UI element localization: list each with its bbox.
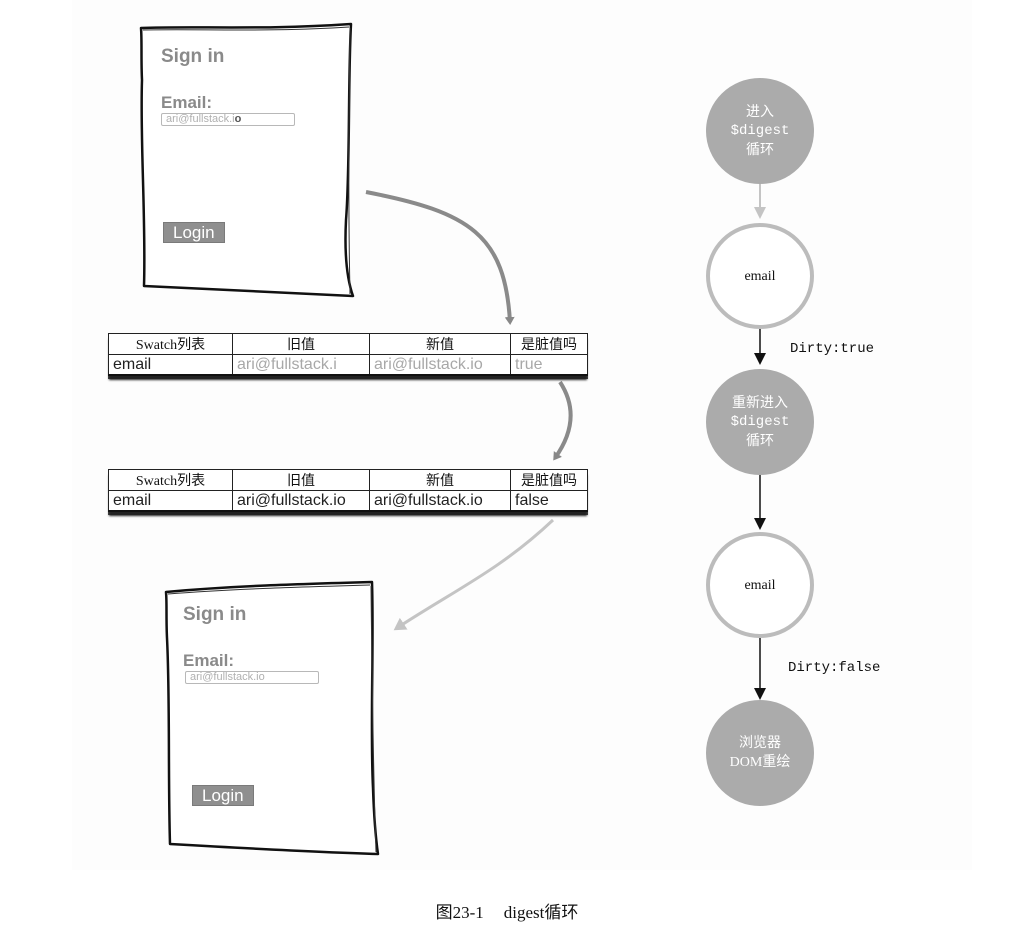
email-value: ari@fullstack.io bbox=[190, 671, 265, 683]
node-text: email bbox=[744, 577, 776, 593]
column-header: 新值 bbox=[369, 469, 511, 491]
table-row: email ari@fullstack.i ari@fullstack.io t… bbox=[108, 354, 588, 376]
email-label: Email: bbox=[161, 93, 213, 112]
page-title: Sign in bbox=[161, 46, 225, 67]
dirty-true-label: Dirty:true bbox=[790, 341, 875, 357]
table-cell: ari@fullstack.io bbox=[369, 490, 511, 512]
node-text: email bbox=[744, 268, 776, 284]
email-field[interactable]: ari@fullstack.io bbox=[161, 113, 295, 126]
node-text: 进入 bbox=[746, 104, 774, 120]
column-header: 旧值 bbox=[232, 333, 370, 355]
page-title: Sign in bbox=[183, 604, 247, 625]
watch-table-second: Swatch列表 旧值 新值 是脏值吗 email ari@fullstack.… bbox=[108, 469, 588, 512]
table-cell: email bbox=[108, 490, 233, 512]
arrow-table-to-table bbox=[553, 380, 573, 461]
email-value: ari@fullstack.i bbox=[166, 113, 235, 125]
node-text: $digest bbox=[730, 122, 790, 139]
table-header-row: Swatch列表 旧值 新值 是脏值吗 bbox=[108, 333, 588, 355]
node-text: 浏览器 bbox=[739, 736, 781, 751]
login-form-before: Sign in Email: ari@fullstack.io Login bbox=[136, 20, 358, 300]
login-button[interactable]: Login bbox=[192, 785, 254, 806]
table-cell: ari@fullstack.i bbox=[232, 354, 370, 376]
table-cell: ari@fullstack.io bbox=[369, 354, 511, 376]
figure-title: digest循环 bbox=[503, 903, 579, 922]
login-form-after: Sign in Email: ari@fullstack.io Login bbox=[160, 578, 382, 858]
column-header: 是脏值吗 bbox=[510, 469, 588, 491]
column-header: 是脏值吗 bbox=[510, 333, 588, 355]
arrow-table-to-form bbox=[393, 518, 555, 631]
table-cell: email bbox=[108, 354, 233, 376]
dirty-false-label: Dirty:false bbox=[788, 660, 881, 676]
column-header: Swatch列表 bbox=[108, 469, 233, 491]
node-reenter-digest: 重新进入 $digest 循环 bbox=[706, 369, 814, 475]
figure-number: 图23-1 bbox=[435, 903, 484, 922]
email-label: Email: bbox=[183, 651, 235, 670]
table-cell: true bbox=[510, 354, 588, 376]
column-header: 新值 bbox=[369, 333, 511, 355]
column-header: Swatch列表 bbox=[108, 333, 233, 355]
email-cursor-char: o bbox=[234, 113, 242, 125]
node-watch-email-2: email bbox=[706, 532, 814, 638]
table-cell: false bbox=[510, 490, 588, 512]
table-header-row: Swatch列表 旧值 新值 是脏值吗 bbox=[108, 469, 588, 491]
node-watch-email-1: email bbox=[706, 223, 814, 329]
node-browser-dom-repaint: 浏览器 DOM重绘 bbox=[706, 700, 814, 806]
email-field[interactable]: ari@fullstack.io bbox=[185, 671, 319, 684]
table-row: email ari@fullstack.io ari@fullstack.io … bbox=[108, 490, 588, 512]
node-text: $digest bbox=[730, 413, 790, 430]
node-text: DOM重绘 bbox=[729, 755, 791, 770]
figure-caption: 图23-1 digest循环 bbox=[0, 898, 1014, 923]
node-text: 重新进入 bbox=[732, 395, 788, 411]
column-header: 旧值 bbox=[232, 469, 370, 491]
login-button[interactable]: Login bbox=[163, 222, 225, 243]
node-enter-digest: 进入 $digest 循环 bbox=[706, 78, 814, 184]
arrow-form-to-table bbox=[365, 190, 515, 325]
node-text: 循环 bbox=[746, 142, 774, 158]
table-cell: ari@fullstack.io bbox=[232, 490, 370, 512]
watch-table-first: Swatch列表 旧值 新值 是脏值吗 email ari@fullstack.… bbox=[108, 333, 588, 376]
node-text: 循环 bbox=[746, 433, 774, 449]
